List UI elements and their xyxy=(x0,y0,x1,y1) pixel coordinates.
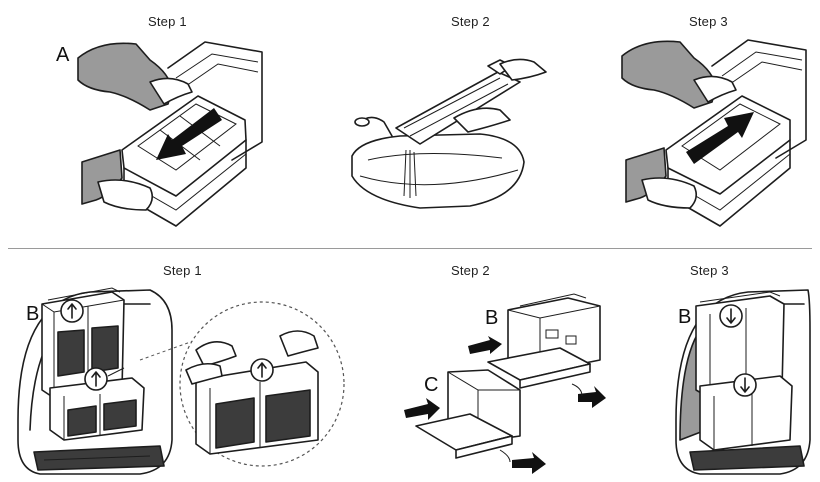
hand-bottom-3 xyxy=(641,177,698,209)
hand-right-top xyxy=(499,58,547,81)
detergent-drawer xyxy=(121,95,247,197)
callout-b-step2: B xyxy=(485,307,499,329)
cup-c-3 xyxy=(699,375,793,451)
arrow-right-c xyxy=(512,452,546,474)
washer-body xyxy=(167,41,263,161)
pointer-line xyxy=(107,367,125,377)
top-step3-label: Step 3 xyxy=(689,14,728,29)
bottom-step1-illustration xyxy=(17,287,345,475)
top-step1-illustration xyxy=(77,41,263,227)
bottom-step1-label: Step 1 xyxy=(163,263,202,278)
arrow-right-b xyxy=(578,386,606,408)
callout-a: A xyxy=(56,44,70,66)
bottom-step2-illustration xyxy=(404,293,606,474)
hand-right-bottom xyxy=(453,107,511,133)
drawer-rinsing xyxy=(395,71,521,145)
hand-bottom xyxy=(97,179,154,211)
top-step1-label: Step 1 xyxy=(148,14,187,29)
detergent-drawer-3 xyxy=(665,95,791,195)
arrow-down-circle-icon xyxy=(719,304,743,328)
top-step2-label: Step 2 xyxy=(451,14,490,29)
arrow-up-circle-icon xyxy=(60,299,84,323)
gloved-hand-top xyxy=(77,42,173,111)
top-step2-illustration xyxy=(351,58,547,209)
arrow-up-circle-icon-zoom xyxy=(250,358,274,382)
sink-basin xyxy=(351,133,525,209)
bottom-step3-label: Step 3 xyxy=(690,263,729,278)
callout-b-step1: B xyxy=(26,303,40,325)
arrow-down-circle-icon-2 xyxy=(733,373,757,397)
arrow-up-circle-icon-2 xyxy=(84,367,108,391)
top-step3-illustration xyxy=(621,39,807,227)
section-divider xyxy=(8,248,812,249)
gloved-hand-top-3 xyxy=(621,40,717,109)
bottom-step2-label: Step 2 xyxy=(451,263,490,278)
bottom-step3-illustration xyxy=(675,289,811,475)
arrow-left-c xyxy=(404,398,440,420)
callout-c-step2: C xyxy=(424,374,439,396)
finger-right xyxy=(279,330,319,357)
arrow-left-b xyxy=(468,336,502,354)
callout-b-step3: B xyxy=(678,306,692,328)
arrow-in-icon xyxy=(686,112,754,164)
zoom-connector xyxy=(139,339,197,361)
arrow-out-icon xyxy=(156,108,222,160)
washer-body-3 xyxy=(711,39,807,159)
